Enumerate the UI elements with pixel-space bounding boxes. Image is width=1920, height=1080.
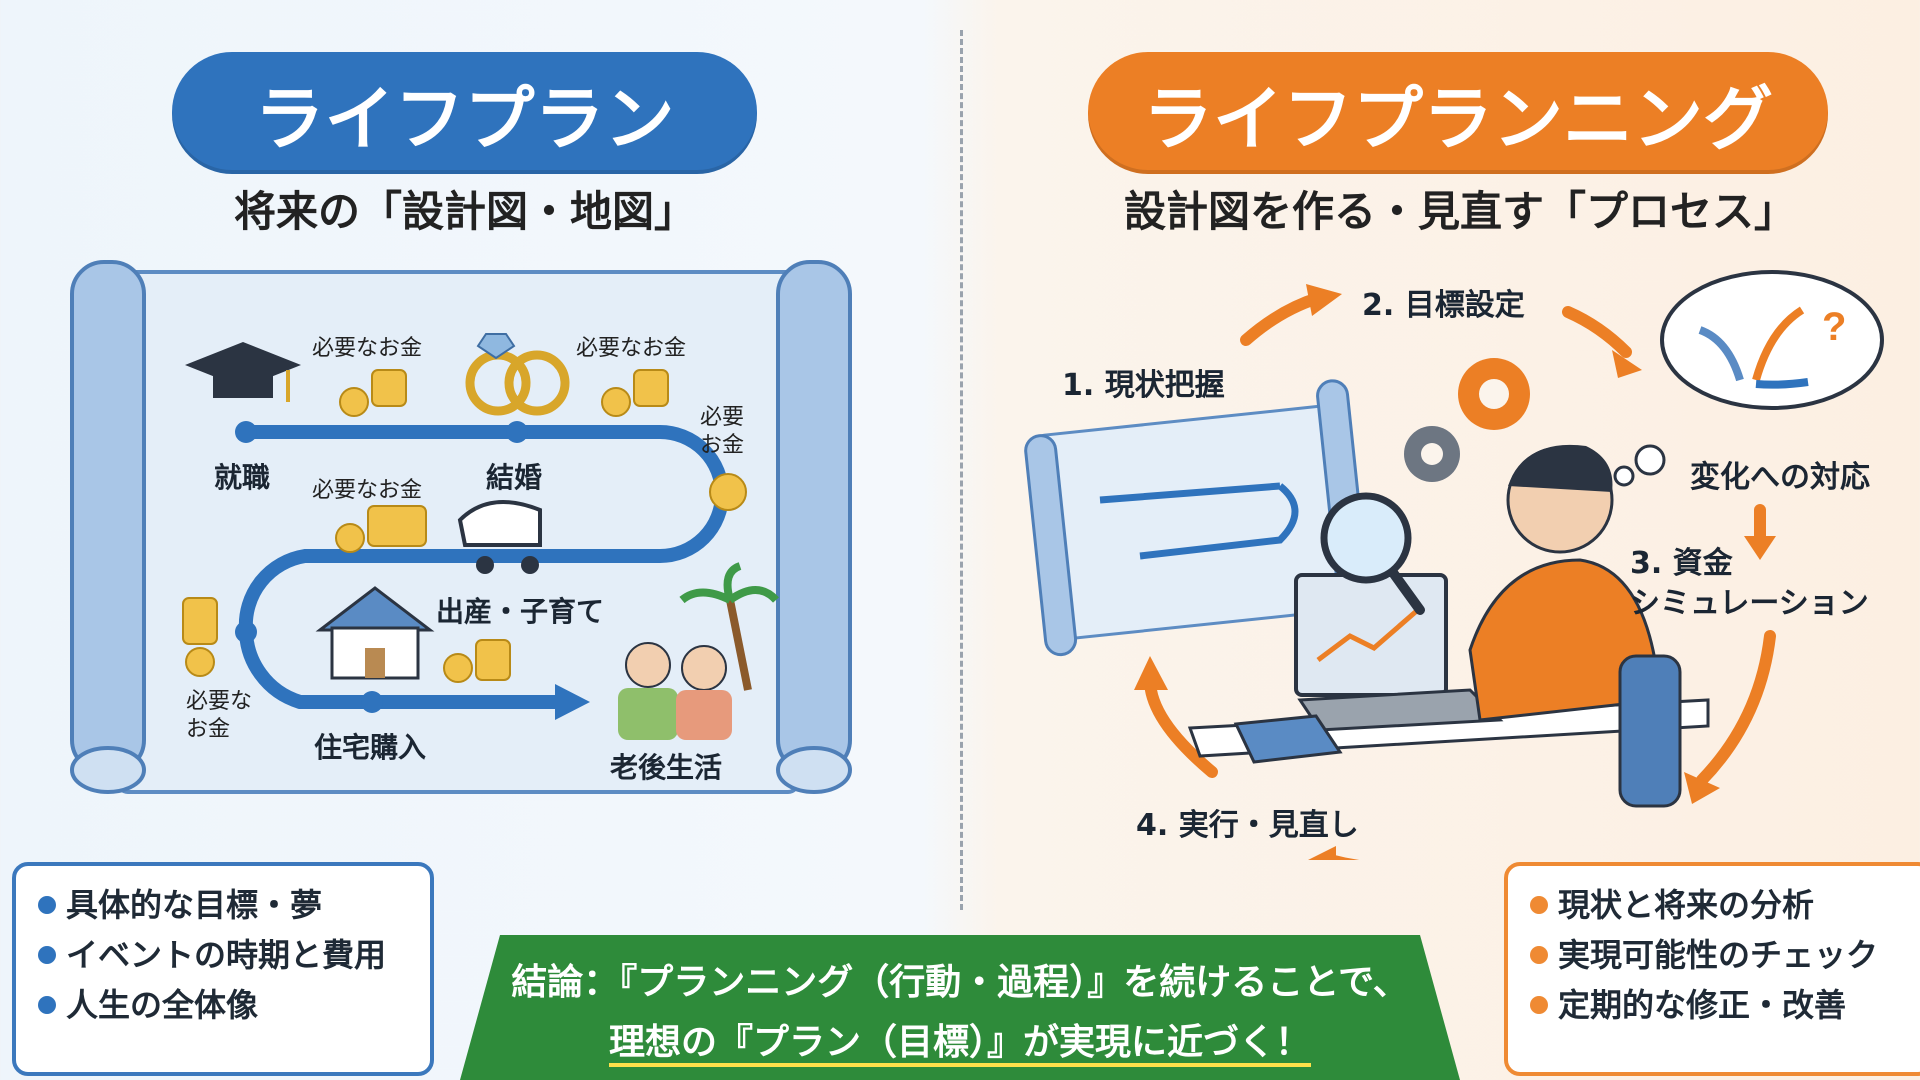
life-planning-summary-box: 現状と将来の分析 実現可能性のチェック 定期的な修正・改善 xyxy=(1504,862,1920,1076)
life-plan-summary-box: 具体的な目標・夢 イベントの時期と費用 人生の全体像 xyxy=(12,862,434,1076)
money-label: 必要なお金 xyxy=(312,478,423,503)
summary-item: 現状と将来の分析 xyxy=(1558,886,1815,924)
summary-item: 人生の全体像 xyxy=(66,986,259,1024)
step-4-label: 4. 実行・見直し xyxy=(1136,808,1359,843)
summary-item: イベントの時期と費用 xyxy=(66,936,387,974)
money-label-stacked: 必要な お金 xyxy=(186,689,253,742)
coin-stack-icon xyxy=(443,639,511,683)
event-retirement: 老後生活 xyxy=(610,751,723,784)
house-icon xyxy=(315,586,435,680)
bullet-dot xyxy=(1530,946,1548,964)
step-2-label: 2. 目標設定 xyxy=(1362,288,1525,323)
money-label: 必要なお金 xyxy=(576,336,687,361)
palm-tree-icon xyxy=(679,562,779,691)
coin-stack-icon xyxy=(182,597,218,677)
gear-icon xyxy=(1458,358,1530,430)
bullet-dot xyxy=(38,946,56,964)
gear-icon xyxy=(1404,426,1460,482)
calculator-icon xyxy=(1233,714,1343,764)
money-label-stacked: 必要 お金 xyxy=(700,405,745,458)
life-path-line xyxy=(238,425,729,709)
event-employment: 就職 xyxy=(214,461,271,494)
event-marriage: 結婚 xyxy=(486,461,543,494)
person-icon xyxy=(1468,444,1682,808)
event-home-purchase: 住宅購入 xyxy=(314,731,427,764)
thought-cloud-icon: ? xyxy=(1613,270,1884,487)
step-1-label: 1. 現状把握 xyxy=(1062,368,1225,403)
life-plan-title: ライフプラン xyxy=(172,52,757,174)
bullet-dot xyxy=(1530,896,1548,914)
graduation-cap-icon xyxy=(185,342,301,402)
baby-stroller-icon xyxy=(457,500,542,574)
scroll-roller-right xyxy=(776,260,852,794)
coin-stack-icon xyxy=(335,505,427,553)
summary-item: 具体的な目標・夢 xyxy=(66,886,323,924)
planning-cycle-diagram: ? xyxy=(1024,270,1884,860)
elderly-couple-icon xyxy=(618,642,732,740)
bullet-dot xyxy=(38,896,56,914)
life-plan-subtitle: 将来の「設計図・地図」 xyxy=(233,187,696,236)
bullet-dot xyxy=(1530,996,1548,1014)
bullet-dot xyxy=(38,996,56,1014)
laptop-icon xyxy=(1294,573,1504,732)
scroll-roller-left xyxy=(70,260,146,794)
event-childbirth: 出産・子育て xyxy=(436,595,605,628)
summary-item: 実現可能性のチェック xyxy=(1558,936,1879,974)
life-map-scroll xyxy=(70,260,852,794)
coin-stack-icon xyxy=(339,369,407,417)
conclusion-banner: 結論：『プランニング（行動・過程）』を続けることで、 理想の『プラン（目標）』が… xyxy=(460,935,1460,1080)
life-planning-title: ライフプランニング xyxy=(1088,52,1828,174)
step-3-label: 3. 資金 シミュレーション xyxy=(1630,546,1869,621)
magnifying-glass-icon xyxy=(1320,492,1425,615)
change-response-label: 変化への対応 xyxy=(1690,460,1870,495)
cycle-arrowheads xyxy=(1134,284,1776,860)
coin-icon xyxy=(709,473,747,511)
life-planning-subtitle: 設計図を作る・見直す「プロセス」 xyxy=(1123,187,1796,236)
money-label: 必要なお金 xyxy=(312,336,423,361)
wedding-rings-icon xyxy=(465,333,570,416)
conclusion-line-2: 理想の『プラン（目標）』が実現に近づく！ xyxy=(608,1022,1311,1067)
path-arrowhead xyxy=(555,684,590,720)
conclusion-line-1: 結論：『プランニング（行動・過程）』を続けることで、 xyxy=(511,962,1409,1003)
coin-stack-icon xyxy=(601,369,669,417)
summary-item: 定期的な修正・改善 xyxy=(1558,986,1847,1024)
center-divider xyxy=(960,30,963,910)
svg-text:?: ? xyxy=(1822,305,1846,349)
